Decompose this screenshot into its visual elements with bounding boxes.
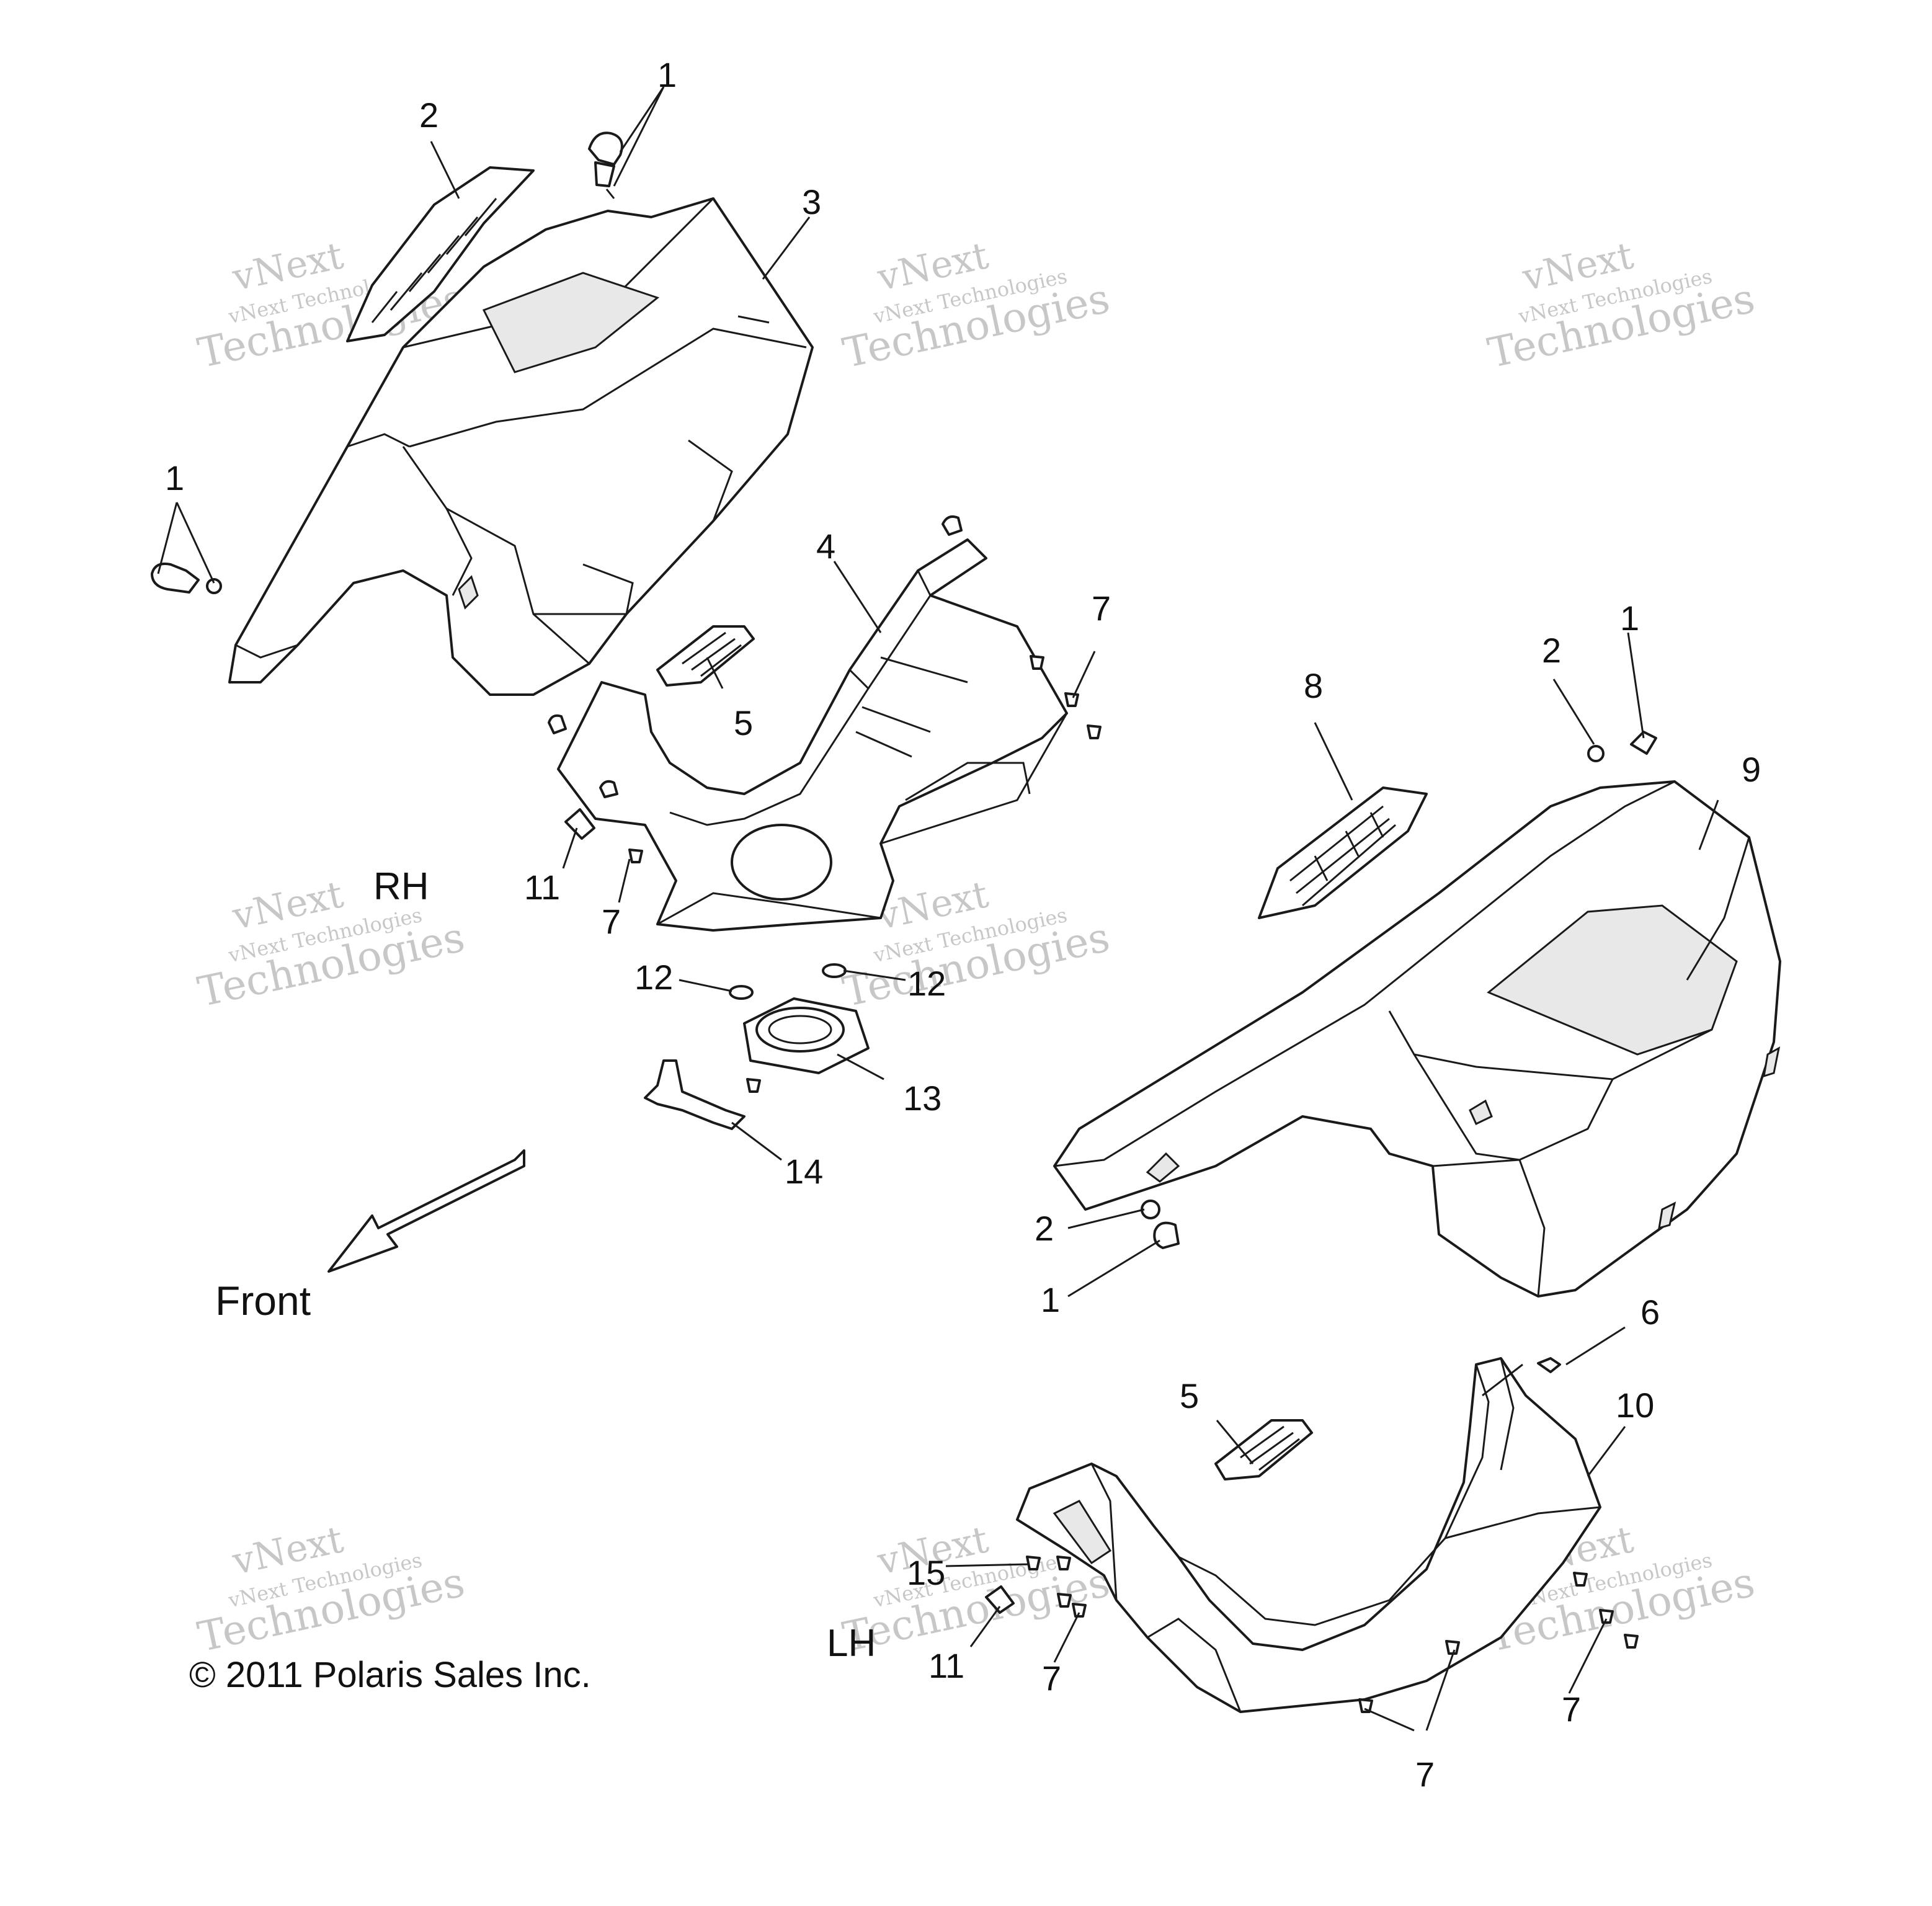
fastener-top: [588, 131, 623, 199]
callout-11-rh: 11: [524, 868, 560, 907]
lh-side-panel: [1053, 780, 1781, 1298]
callout-3-rh-panel: 3: [802, 182, 821, 221]
copyright-notice: © 2011 Polaris Sales Inc.: [189, 1655, 591, 1695]
callout-9-lh-panel: 9: [1742, 750, 1761, 789]
callout-2-lh-top: 2: [1542, 631, 1561, 670]
step-pad-lower: [1214, 1419, 1313, 1481]
callout-1-lh-bottom: 1: [1041, 1280, 1060, 1319]
leader-lines: [157, 86, 1719, 1732]
callout-8-lh-vent: 8: [1304, 666, 1323, 705]
watermark-bottom-left: vNext vNext Technologies Technologies: [194, 1518, 468, 1661]
rh-vent-grille: [346, 166, 535, 342]
rh-side-label: RH: [373, 865, 429, 908]
front-direction-arrow: [327, 1149, 525, 1273]
fastener-group-lh-lower: [985, 1357, 1639, 1713]
rh-side-panel: [228, 197, 814, 696]
callout-labels: 1 2 3 1 4 5 7 7 11 12 12 13 14 8 2 1 9 2…: [165, 55, 1761, 1794]
callout-7-lh-right: 7: [1562, 1690, 1581, 1729]
callout-7-lh-left: 7: [1042, 1659, 1061, 1698]
callout-12-left: 12: [634, 958, 673, 997]
lh-vent-grille: [1258, 786, 1428, 919]
step-pad-upper: [656, 625, 755, 687]
callout-5-upper: 5: [734, 703, 753, 742]
callout-1-top: 1: [657, 55, 677, 94]
fastener-group-rh-lower: [548, 515, 1102, 1093]
lh-lower-panel: [1016, 1357, 1601, 1713]
callout-7-lh-bottom: 7: [1415, 1755, 1435, 1794]
callout-7-left: 7: [602, 902, 621, 941]
callout-4-rh-lower: 4: [816, 527, 835, 566]
rh-lower-panel: [557, 538, 1068, 932]
callout-15: 15: [907, 1553, 945, 1592]
front-label: Front: [215, 1278, 311, 1324]
callout-7-right: 7: [1092, 589, 1111, 628]
callout-1-left: 1: [165, 458, 184, 497]
callout-1-lh-top: 1: [1620, 599, 1639, 638]
callout-12-right: 12: [907, 964, 946, 1003]
callout-10-lh-lower: 10: [1616, 1386, 1654, 1425]
callout-6: 6: [1640, 1293, 1660, 1332]
callout-5-lower: 5: [1180, 1376, 1199, 1415]
fastener-left: [151, 563, 222, 594]
fastener-group-lh-upper: [1141, 731, 1657, 1249]
watermark-top-center: vNext vNext Technologies Technologies: [839, 234, 1113, 377]
callout-14: 14: [785, 1152, 823, 1191]
callout-2-rh-vent: 2: [419, 96, 438, 135]
watermark-top-right: vNext vNext Technologies Technologies: [1484, 234, 1758, 377]
callout-2-lh-bottom: 2: [1035, 1209, 1054, 1248]
callout-11-lh: 11: [928, 1646, 964, 1685]
lh-side-label: LH: [827, 1622, 876, 1665]
clip-rh: [564, 808, 595, 840]
callout-13: 13: [903, 1079, 942, 1118]
bracket-14: [644, 1059, 746, 1130]
washers-12: [729, 963, 847, 1000]
